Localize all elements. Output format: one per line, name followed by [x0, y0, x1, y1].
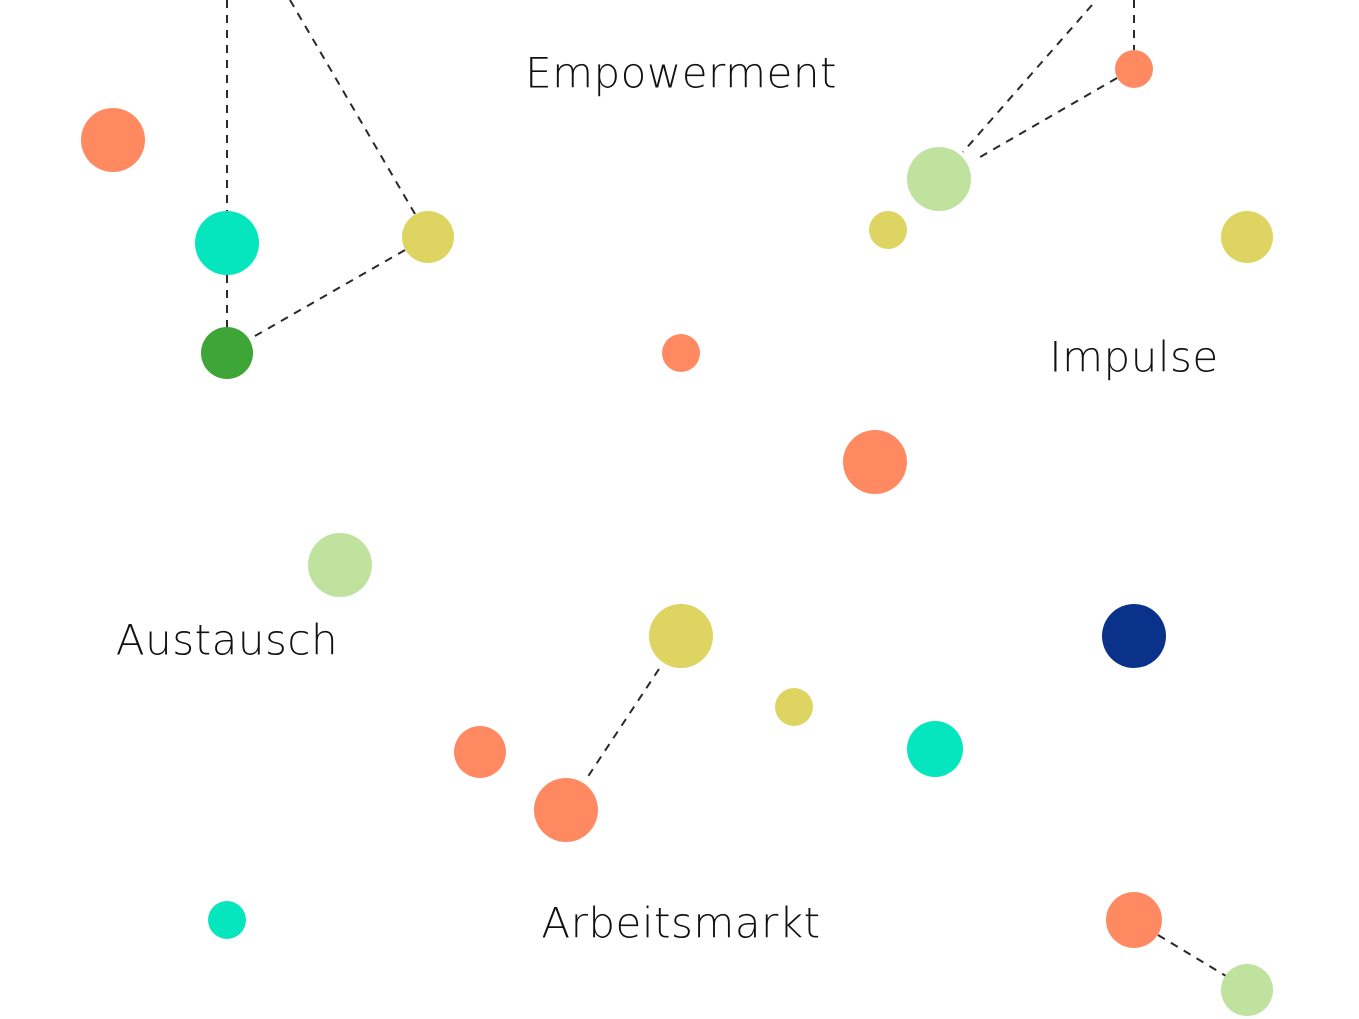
label-empowerment: Empowerment: [525, 48, 837, 98]
circle-node-yellow: [869, 211, 907, 249]
circle-node-lightgreen: [907, 147, 971, 211]
circle-node-green: [201, 327, 253, 379]
dashed-connector: [1157, 934, 1227, 977]
circle-node-lightgreen: [1221, 964, 1273, 1016]
circle-node-teal: [907, 721, 963, 777]
dashed-connector: [289, 0, 416, 215]
dashed-connector: [586, 668, 660, 779]
circle-node-orange: [843, 430, 907, 494]
circle-node-lightgreen: [308, 533, 372, 597]
circle-node-yellow: [775, 688, 813, 726]
circle-node-orange: [534, 778, 598, 842]
dashed-connector: [962, 4, 1093, 153]
circle-node-teal: [195, 211, 259, 275]
circle-node-orange: [1106, 892, 1162, 948]
dashed-connector: [974, 77, 1118, 161]
circle-node-orange: [662, 334, 700, 372]
circle-node-yellow: [649, 604, 713, 668]
label-impulse: Impulse: [1049, 332, 1219, 382]
circle-node-orange: [454, 726, 506, 778]
dashed-connector: [247, 249, 406, 341]
circle-node-navy: [1102, 604, 1166, 668]
circle-node-orange: [1115, 50, 1153, 88]
circle-node-yellow: [1221, 211, 1273, 263]
circle-node-orange: [81, 108, 145, 172]
label-arbeitsmarkt: Arbeitsmarkt: [541, 898, 821, 948]
label-austausch: Austausch: [115, 615, 339, 665]
circle-node-teal: [208, 901, 246, 939]
circle-node-yellow: [402, 211, 454, 263]
